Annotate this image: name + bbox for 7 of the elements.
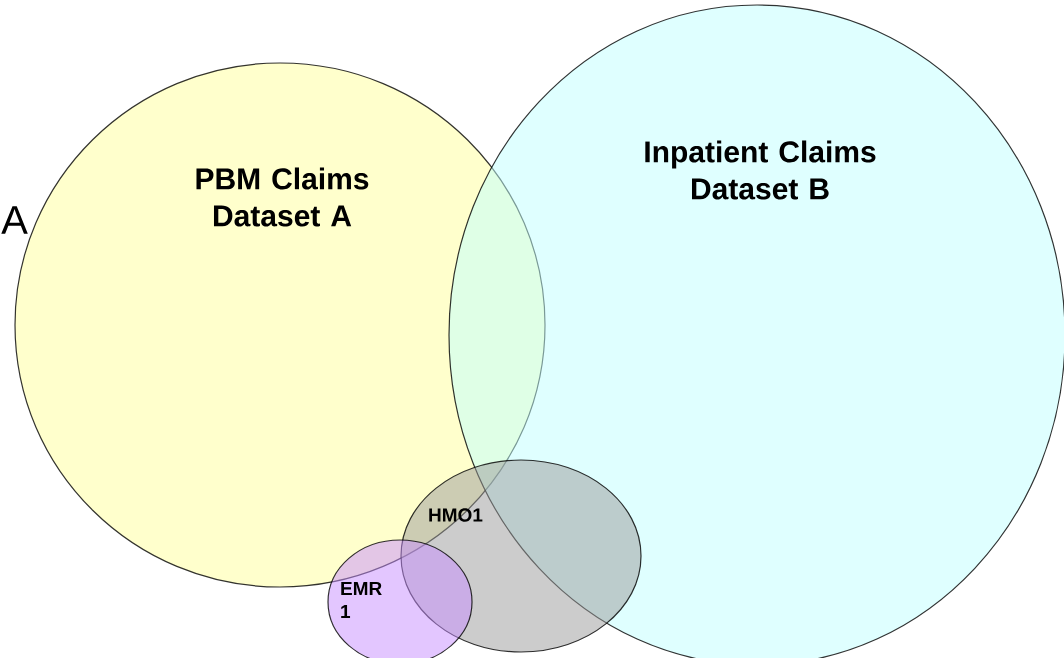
- venn-circle: [400, 459, 642, 653]
- region-label: HMO1: [429, 508, 483, 522]
- region-label: PBM Claims Dataset A: [196, 167, 369, 227]
- venn-circle: [327, 539, 473, 658]
- region-label: EMR 1: [341, 581, 382, 619]
- side-label: A: [1, 206, 28, 234]
- region-label: Inpatient Claims Dataset B: [645, 140, 876, 200]
